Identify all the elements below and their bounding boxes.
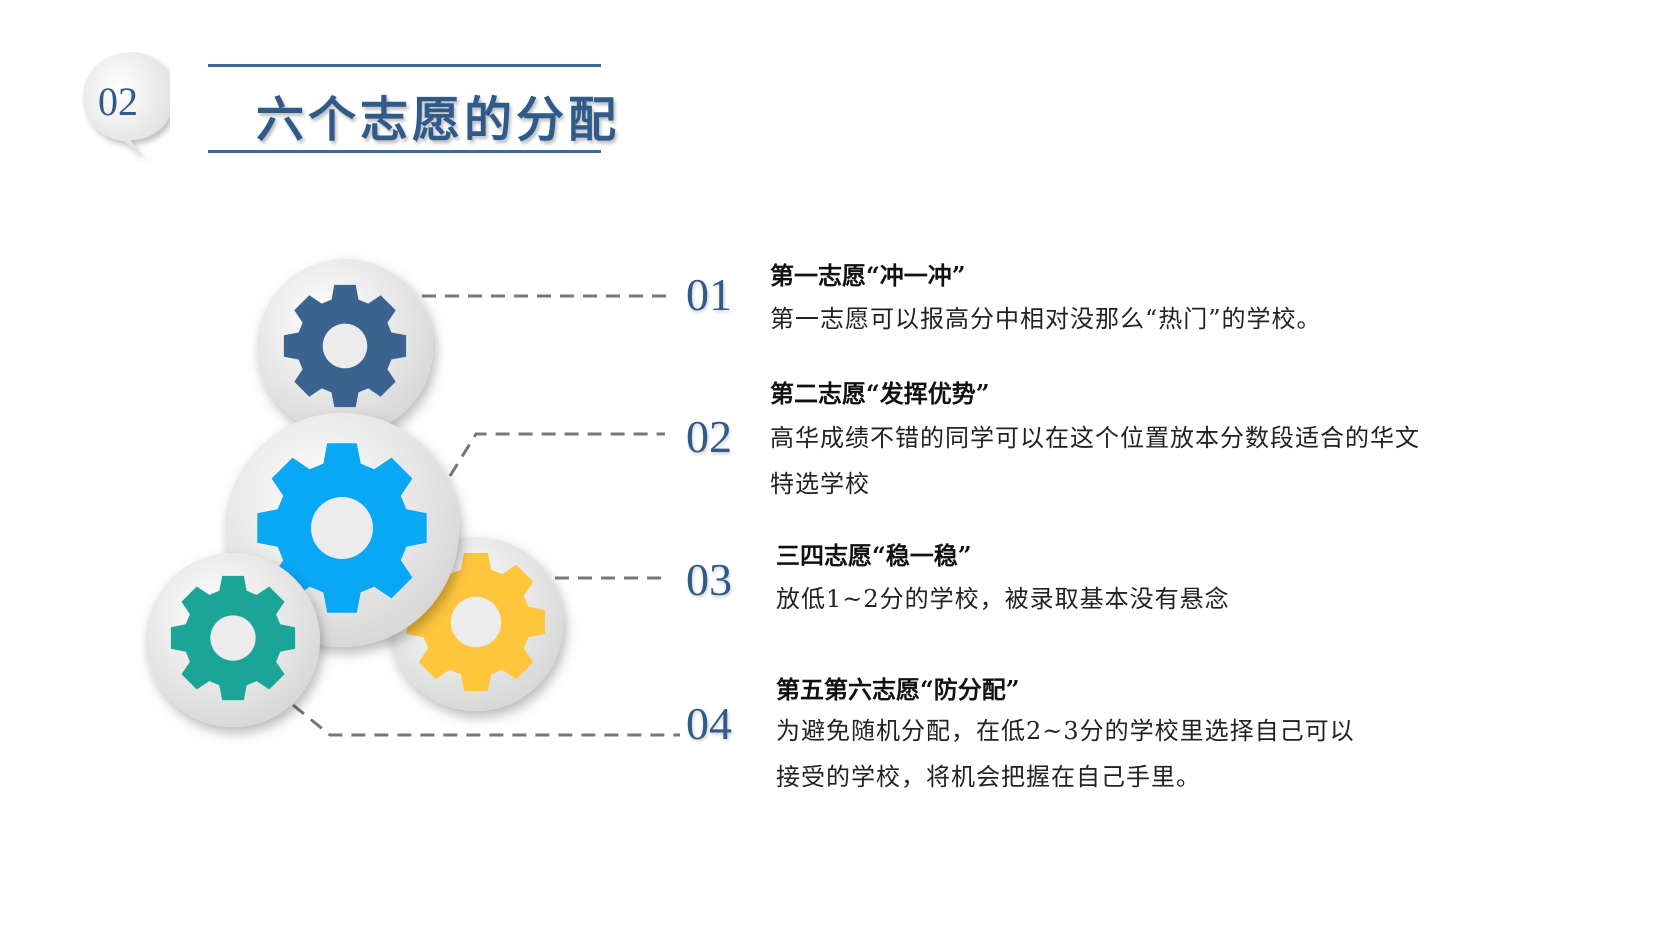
title-bottom-rule bbox=[208, 150, 601, 153]
item-desc-04-line-1: 为避免随机分配，在低2~3分的学校里选择自己可以 bbox=[776, 717, 1355, 745]
connector-04 bbox=[292, 703, 680, 737]
item-title-01: 第一志愿“冲一冲” bbox=[770, 261, 966, 290]
item-number-01: 01 bbox=[686, 269, 732, 320]
connector-lines bbox=[292, 294, 680, 737]
page-title: 六个志愿的分配 bbox=[256, 92, 621, 148]
gear-blue-icon bbox=[257, 443, 427, 613]
item-desc-02-line-2: 特选学校 bbox=[770, 470, 870, 498]
section-number: 02 bbox=[98, 79, 138, 124]
item-desc-03-line-1: 放低1~2分的学校，被录取基本没有悬念 bbox=[776, 585, 1230, 613]
item-desc-04: 为避免随机分配，在低2~3分的学校里选择自己可以 接受的学校，将机会把握在自己手… bbox=[776, 708, 1355, 800]
section-number-bubble: 02 bbox=[72, 52, 170, 158]
speech-bubble-icon bbox=[82, 52, 170, 158]
gear-navy-hole bbox=[322, 323, 368, 369]
gear-navy-group bbox=[257, 259, 433, 435]
item-desc-01: 第一志愿可以报高分中相对没那么“热门”的学校。 bbox=[770, 296, 1322, 342]
gear-teal-group bbox=[146, 553, 320, 727]
gear-blue-hole bbox=[311, 497, 373, 559]
item-desc-02: 高华成绩不错的同学可以在这个位置放本分数段适合的华文 特选学校 bbox=[770, 415, 1420, 507]
item-desc-04-line-2: 接受的学校，将机会把握在自己手里。 bbox=[776, 763, 1201, 791]
item-title-03: 三四志愿“稳一稳” bbox=[776, 541, 972, 570]
item-desc-01-line-1: 第一志愿可以报高分中相对没那么“热门”的学校。 bbox=[770, 305, 1322, 333]
title-top-rule bbox=[208, 64, 601, 67]
item-number-04: 04 bbox=[686, 698, 732, 749]
item-number-02: 02 bbox=[686, 411, 732, 462]
item-title-02: 第二志愿“发挥优势” bbox=[770, 379, 990, 408]
item-title-04: 第五第六志愿“防分配” bbox=[776, 675, 1020, 704]
item-desc-03: 放低1~2分的学校，被录取基本没有悬念 bbox=[776, 576, 1230, 622]
item-number-03: 03 bbox=[686, 554, 732, 605]
gear-yellow-hole bbox=[450, 596, 502, 648]
gear-teal-hole bbox=[210, 615, 256, 661]
gear-teal-icon bbox=[170, 575, 296, 701]
gear-navy-icon bbox=[283, 284, 407, 408]
item-desc-02-line-1: 高华成绩不错的同学可以在这个位置放本分数段适合的华文 bbox=[770, 424, 1420, 452]
connector-02 bbox=[448, 432, 665, 477]
